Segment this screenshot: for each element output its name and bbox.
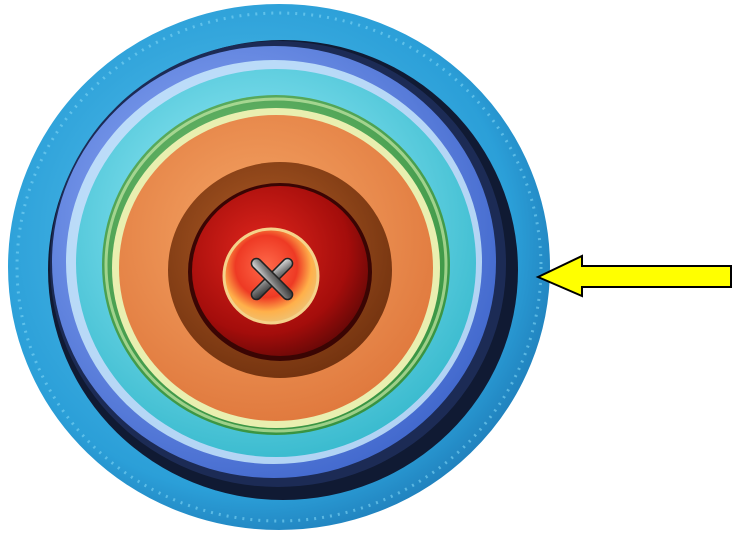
x-cross-icon	[250, 257, 294, 301]
yellow-arrow-icon	[535, 254, 732, 298]
